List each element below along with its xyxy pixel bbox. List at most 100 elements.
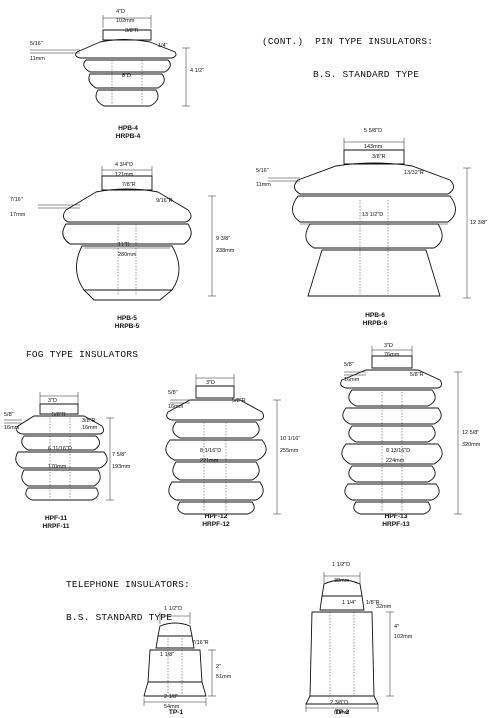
hpf13-label: HPF-13 HRPF-13	[366, 513, 426, 529]
hpf11-dim-9: 193mm	[112, 464, 131, 470]
hpb6-dim-3: 5/16"	[256, 168, 269, 174]
hpf11-dim-7: 170mm	[48, 464, 67, 470]
hpf11-dim-8: 7 5/8"	[112, 452, 127, 458]
hpf11-dim-0: 3"D	[48, 398, 57, 404]
hpf13-dim-4: 16mm	[344, 377, 360, 383]
tp1-label: TP-1	[168, 709, 184, 716]
hpb4-label-line2: HRPB-4	[115, 133, 141, 140]
pin-type-heading: (CONT.) PIN TYPE INSULATORS: B.S. STANDA…	[262, 14, 433, 91]
hpb5-dim-7: 238mm	[216, 248, 235, 254]
hpf12-dim-1: 5/8"R	[232, 398, 246, 404]
hpb4-dim-7: 8"D	[122, 73, 131, 79]
hpb5-label-line2: HRPB-5	[114, 323, 140, 330]
hpf12-dim-4: 10 1/16"	[280, 436, 301, 442]
tp2-label: TP-2	[334, 709, 350, 716]
hpb6-label: HPB-6 HRPB-6	[346, 312, 404, 328]
hpb6-dim-5: 13/32"R	[404, 170, 424, 176]
hpf12-label-line1: HPF-12	[204, 513, 228, 520]
tp2-dim-2: 1 1/4"	[342, 600, 357, 606]
hpb5-dim-4: 17mm	[10, 212, 26, 218]
hpb6-dim-6: 13 1/2"D	[362, 212, 384, 218]
hpf11-dim-4: 5/8"	[4, 412, 14, 418]
hpf13-dim-1: 76mm	[384, 352, 400, 358]
pin-type-heading-line2: B.S. STANDARD TYPE	[313, 69, 420, 80]
tp2-dim-4: 32mm	[376, 604, 392, 610]
hpf11-label-line1: HPF-11	[44, 515, 68, 522]
hpf12-dim-5: 255mm	[280, 448, 299, 454]
tp2-dim-1: 38mm	[334, 578, 350, 584]
tp1-dim-2: 1 1/8"	[160, 652, 175, 658]
hpf13-dim-3: 5/8"	[344, 362, 354, 368]
tp2-dim-7: 2 3/8"D	[330, 700, 349, 706]
tp1-dim-1: 7/16"R	[192, 640, 209, 646]
hpb6-dim-4: 11mm	[256, 182, 271, 188]
telephone-heading-line2: B.S. STANDARD TYPE	[66, 612, 173, 623]
hpf12-dim-2: 5/8"	[168, 390, 178, 396]
hpf11-dim-1: 5/8"R	[52, 412, 66, 418]
hpf11-dim-2: 3/8"R	[82, 418, 96, 424]
hpf11-dim-6: 6 11/16"D	[48, 446, 72, 452]
hpb4-dim-2: 3/8"R	[125, 28, 139, 34]
tp1-dim-0: 1 1/2"D	[164, 606, 183, 612]
hpb4-dim-0: 4"D	[116, 9, 125, 15]
tp2-dim-6: 102mm	[394, 634, 413, 640]
hpf13-dim-5: 12 5/8"	[462, 430, 480, 436]
hpf12-drawing	[165, 374, 281, 515]
hpf13-label-line2: HRPF-13	[382, 521, 410, 528]
hpf13-dim-8: 224mm	[386, 458, 405, 464]
hpb6-dim-2: 3/8"R	[372, 154, 386, 160]
fog-type-heading: FOG TYPE INSULATORS	[26, 349, 139, 360]
hpb4-dim-1: 102mm	[116, 18, 135, 24]
tp2-drawing	[305, 572, 394, 712]
hpf11-dim-3: 16mm	[82, 425, 98, 431]
hpb5-dim-3: 7/16"	[10, 197, 23, 203]
hpf12-dim-0: 3"D	[206, 380, 215, 386]
hpb6-dim-0: 5 5/8"D	[364, 128, 383, 134]
hpf12-dim-3: 16mm	[168, 404, 184, 410]
hpb6-drawing	[268, 138, 471, 299]
tp1-dim-6: 54mm	[164, 704, 180, 710]
hpb5-dim-9: 280mm	[118, 252, 137, 258]
hpb6-label-line2: HRPB-6	[362, 320, 388, 327]
hpb5-dim-0: 4 3/4"D	[115, 162, 134, 168]
hpf13-dim-7: 8 13/16"D	[386, 448, 411, 454]
tp1-dim-5: 2 1/8"	[164, 694, 179, 700]
hpf11-dim-5: 16mm	[4, 425, 20, 431]
pin-type-heading-line1: (CONT.) PIN TYPE INSULATORS:	[262, 36, 434, 47]
hpb6-label-line1: HPB-6	[365, 312, 385, 319]
hpb5-dim-5: 9/16"R	[156, 198, 173, 204]
hpb5-label: HPB-5 HRPB-5	[98, 315, 156, 331]
hpb5-dim-2: 7/8"R	[122, 182, 136, 188]
hpf13-dim-0: 3"D	[384, 343, 393, 349]
tp2-dim-3: 1/8"R	[366, 600, 380, 606]
hpb5-label-line1: HPB-5	[117, 315, 137, 322]
hpf12-label-line2: HRPF-12	[202, 521, 230, 528]
tp2-dim-0: 1 1/2"D	[332, 562, 351, 568]
tp1-dim-4: 51mm	[216, 674, 232, 680]
hpf13-dim-6: 320mm	[462, 442, 481, 448]
tp1-dim-3: 2"	[216, 664, 222, 670]
hpf12-label: HPF-12 HRPF-12	[186, 513, 246, 529]
hpf13-label-line1: HPF-13	[384, 513, 408, 520]
hpb6-dim-1: 143mm	[364, 144, 383, 150]
tp2-dim-8: 60mm	[334, 710, 350, 716]
hpb4-label-line1: HPB-4	[118, 125, 138, 132]
hpf13-drawing	[340, 346, 462, 515]
hpf11-label: HPF-11 HRPF-11	[26, 515, 86, 531]
hpb6-dim-7: 12 3/8"	[470, 220, 488, 226]
hpb4-label: HPB-4 HRPB-4	[100, 125, 156, 141]
hpf12-dim-7: 221mm	[200, 458, 219, 464]
hpb5-dim-8: 11"D	[118, 242, 130, 248]
tp1-drawing	[143, 612, 216, 706]
hpf11-drawing	[4, 392, 114, 501]
hpb4-dim-5: 11mm	[30, 56, 45, 62]
hpb5-dim-1: 121mm	[115, 172, 134, 178]
telephone-heading-line1: TELEPHONE INSULATORS:	[66, 579, 190, 590]
hpb4-dim-6: 4 1/2"	[190, 68, 205, 74]
hpf13-dim-2: 5/8"R	[410, 372, 424, 378]
hpf11-label-line2: HRPF-11	[42, 523, 70, 530]
hpb4-drawing	[30, 15, 190, 107]
hpb4-dim-4: 5/16"	[30, 41, 43, 47]
hpb5-drawing	[38, 166, 216, 301]
